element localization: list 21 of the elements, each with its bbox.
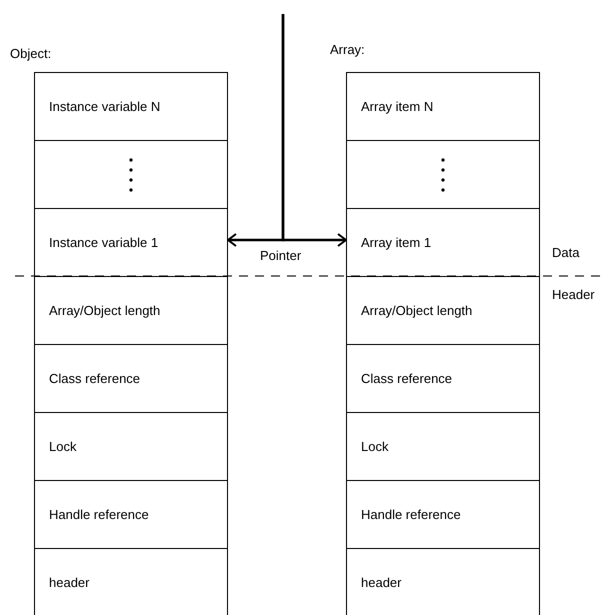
field-name: Handle reference (49, 507, 149, 522)
field-name: Array/Object length (49, 303, 160, 318)
block-title: Object: (10, 46, 52, 61)
memory-layout-block (34, 72, 228, 615)
block-title: Array: (330, 42, 365, 57)
field-name: header (49, 575, 90, 590)
memory-layout-block (346, 72, 540, 615)
field-name: Handle reference (361, 507, 461, 522)
field-name: Lock (361, 439, 388, 454)
field-name: Lock (49, 439, 76, 454)
field-name: Class reference (361, 371, 452, 386)
pointer-arrow (282, 14, 347, 247)
field-name: Array/Object length (361, 303, 472, 318)
field-name: header (361, 575, 402, 590)
region-label: Header (552, 287, 595, 302)
field-name: Instance variable N (49, 99, 160, 114)
region-label: Data (552, 245, 580, 260)
field-name: Class reference (49, 371, 140, 386)
field-name: Array item N (361, 99, 434, 114)
field-name: Instance variable 1 (49, 235, 158, 250)
field-name: Array item 1 (361, 235, 432, 250)
